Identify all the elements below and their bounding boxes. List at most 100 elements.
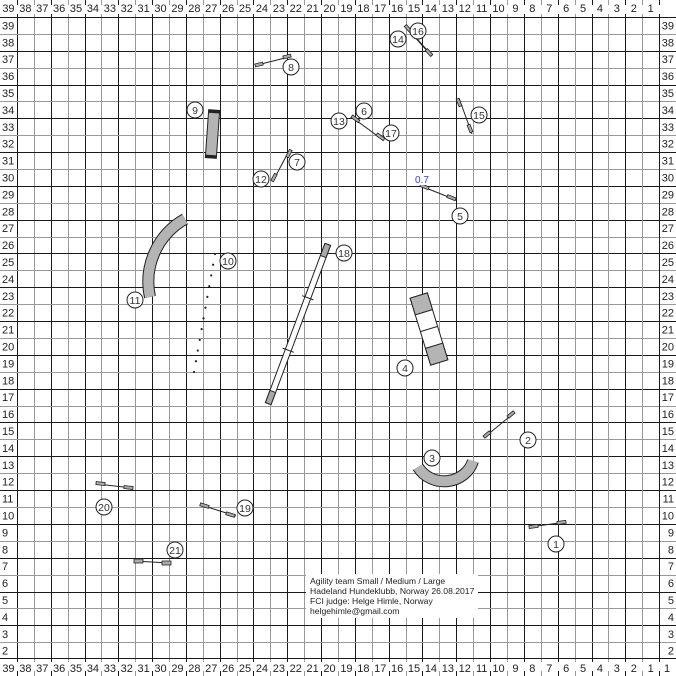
obstacle-badge-13[interactable]: 13	[330, 112, 348, 130]
svg-text:39: 39	[662, 20, 674, 32]
svg-text:32: 32	[662, 139, 674, 151]
svg-text:20: 20	[2, 341, 14, 353]
svg-text:2: 2	[2, 646, 8, 658]
svg-text:33: 33	[662, 122, 674, 134]
obstacle-badge-15[interactable]: 15	[470, 106, 488, 124]
obstacle-badge-16[interactable]: 16	[409, 22, 427, 40]
jump-2-icon[interactable]	[482, 410, 516, 439]
svg-text:18: 18	[357, 3, 369, 15]
svg-text:31: 31	[138, 3, 150, 15]
svg-text:15: 15	[2, 426, 14, 438]
weave-poles-10-icon[interactable]	[192, 252, 217, 374]
obstacle-badge-18[interactable]: 18	[335, 244, 353, 262]
svg-text:12: 12	[459, 3, 471, 15]
svg-text:22: 22	[2, 308, 14, 320]
svg-text:3: 3	[614, 3, 620, 15]
svg-text:36: 36	[2, 71, 14, 83]
svg-text:11: 11	[476, 663, 487, 675]
svg-text:10: 10	[492, 663, 504, 675]
svg-text:18: 18	[2, 375, 14, 387]
svg-text:17: 17	[385, 128, 397, 140]
svg-text:2: 2	[631, 663, 637, 675]
obstacle-badge-19[interactable]: 19	[236, 499, 254, 517]
svg-text:3: 3	[668, 629, 674, 641]
obstacle-badge-7[interactable]: 7	[288, 153, 306, 171]
jump-1-icon[interactable]	[528, 519, 567, 529]
svg-text:22: 22	[662, 308, 674, 320]
svg-text:33: 33	[2, 122, 14, 134]
svg-text:24: 24	[256, 663, 268, 675]
obstacle-badge-9[interactable]: 9	[186, 101, 204, 119]
svg-text:1: 1	[553, 539, 559, 551]
svg-text:9: 9	[512, 3, 518, 15]
obstacle-badge-2[interactable]: 2	[519, 431, 537, 449]
svg-text:32: 32	[2, 139, 14, 151]
svg-text:35: 35	[70, 663, 82, 675]
svg-text:22: 22	[290, 663, 302, 675]
svg-text:26: 26	[222, 3, 234, 15]
svg-text:14: 14	[392, 34, 404, 46]
svg-text:35: 35	[70, 3, 82, 15]
obstacle-badge-8[interactable]: 8	[282, 58, 300, 76]
jump-15-icon[interactable]	[455, 97, 474, 135]
svg-text:4: 4	[402, 363, 408, 375]
svg-text:2: 2	[525, 435, 531, 447]
jump-13-6-17-icon[interactable]	[350, 114, 386, 142]
svg-text:13: 13	[2, 460, 14, 472]
svg-text:15: 15	[662, 426, 674, 438]
dog-walk-18-icon[interactable]	[263, 242, 334, 406]
svg-text:36: 36	[662, 71, 674, 83]
obstacle-badge-4[interactable]: 4	[396, 359, 414, 377]
jump-19-icon[interactable]	[199, 502, 237, 518]
obstacle-badge-17[interactable]: 17	[382, 124, 400, 142]
svg-text:28: 28	[2, 206, 14, 218]
obstacle-badge-3[interactable]: 3	[423, 449, 441, 467]
svg-text:20: 20	[323, 663, 335, 675]
svg-text:14: 14	[425, 3, 437, 15]
obstacle-badge-21[interactable]: 21	[166, 541, 184, 559]
club-line: Hadeland Hundeklubb, Norway 26.08.2017	[310, 586, 475, 596]
svg-text:15: 15	[408, 3, 420, 15]
svg-text:8: 8	[668, 544, 674, 556]
curved-tunnel-11-icon[interactable]	[142, 213, 189, 299]
straight-tunnel-9-icon[interactable]	[204, 109, 221, 159]
svg-text:21: 21	[662, 325, 674, 337]
obstacle-badge-10[interactable]: 10	[219, 252, 237, 270]
jump-14-16-icon[interactable]	[403, 23, 434, 58]
svg-text:35: 35	[662, 88, 674, 100]
svg-text:7: 7	[546, 3, 552, 15]
svg-text:8: 8	[529, 663, 535, 675]
jump-21-icon[interactable]	[133, 558, 172, 566]
svg-text:6: 6	[2, 578, 8, 590]
svg-text:7: 7	[668, 561, 674, 573]
svg-text:24: 24	[2, 274, 14, 286]
jump-5-icon[interactable]	[419, 183, 457, 202]
obstacle-badge-12[interactable]: 12	[252, 170, 270, 188]
svg-text:1: 1	[648, 663, 654, 675]
svg-text:24: 24	[662, 274, 674, 286]
jump-20-icon[interactable]	[95, 481, 134, 490]
svg-text:20: 20	[323, 3, 335, 15]
svg-text:13: 13	[442, 3, 454, 15]
obstacle-badge-14[interactable]: 14	[389, 30, 407, 48]
svg-text:19: 19	[2, 358, 14, 370]
obstacle-badge-5[interactable]: 5	[451, 207, 469, 225]
svg-text:11: 11	[2, 494, 13, 506]
judge-line: FCI judge: Helge Himle, Norway	[310, 596, 433, 606]
jump-7-12-icon[interactable]	[270, 148, 293, 183]
svg-text:21: 21	[307, 3, 319, 15]
curved-tunnel-3-icon[interactable]	[412, 458, 479, 488]
svg-text:27: 27	[662, 223, 674, 235]
obstacle-badge-11[interactable]: 11	[126, 291, 144, 309]
svg-text:23: 23	[662, 291, 674, 303]
svg-text:39: 39	[2, 3, 14, 15]
obstacle-badge-6[interactable]: 6	[355, 102, 373, 120]
svg-text:17: 17	[374, 663, 386, 675]
obstacle-badge-1[interactable]: 1	[547, 535, 565, 553]
obstacle-badge-20[interactable]: 20	[95, 498, 113, 516]
svg-text:32: 32	[121, 663, 133, 675]
jump-8-icon[interactable]	[254, 53, 292, 68]
a-frame-icon[interactable]	[409, 292, 449, 366]
